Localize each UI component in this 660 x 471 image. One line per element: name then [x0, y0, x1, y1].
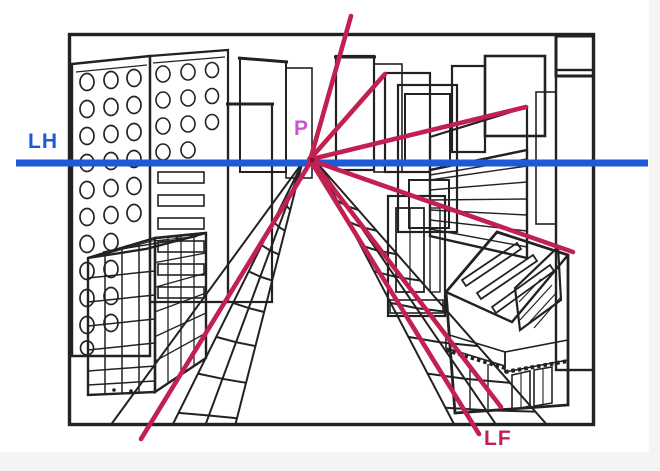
vanishing-lines-label: LF [484, 427, 512, 450]
left-buildings [70, 48, 313, 358]
page-margin-right [649, 0, 660, 471]
vanishing-point-center [309, 157, 315, 163]
glass-roof-house [444, 230, 570, 415]
horizon-label: LH [28, 130, 58, 153]
vanishing-rays [138, 13, 576, 442]
siding-lines [429, 158, 528, 248]
right-buildings [334, 34, 594, 372]
foreground-box-building [86, 231, 208, 397]
page-margin-bottom [0, 452, 660, 471]
vanishing-point-label: P [294, 117, 310, 140]
drawing-frame [67, 32, 596, 427]
